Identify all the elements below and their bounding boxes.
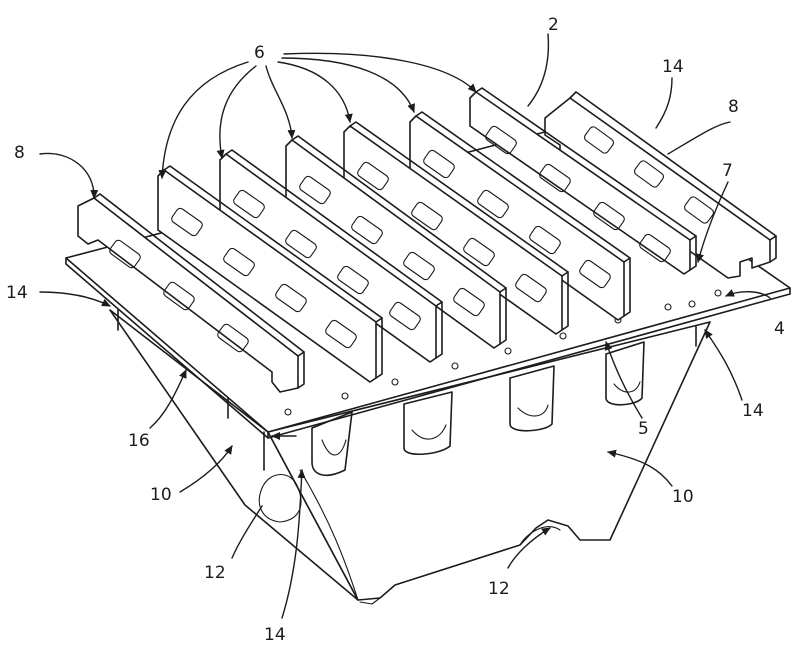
label-10-left: 10 bbox=[150, 485, 172, 505]
label-10-right: 10 bbox=[672, 487, 694, 507]
label-14-left: 14 bbox=[6, 283, 28, 303]
housing-body bbox=[109, 309, 711, 605]
label-8-right: 8 bbox=[728, 97, 739, 117]
label-2: 2 bbox=[548, 15, 559, 35]
label-14-right: 14 bbox=[742, 401, 764, 421]
fin-6-e bbox=[219, 149, 443, 363]
label-8-left: 8 bbox=[14, 143, 25, 163]
label-12-bottom: 12 bbox=[488, 579, 510, 599]
label-6: 6 bbox=[254, 43, 265, 63]
fin-rear-right bbox=[544, 91, 777, 279]
label-4: 4 bbox=[774, 319, 785, 339]
reference-labels: 2 6 14 8 8 7 14 4 5 14 16 10 10 12 12 14 bbox=[6, 15, 785, 645]
label-5: 5 bbox=[638, 419, 649, 439]
label-7: 7 bbox=[722, 161, 733, 181]
label-14-top-right: 14 bbox=[662, 57, 684, 77]
label-16: 16 bbox=[128, 431, 150, 451]
leader-lines bbox=[39, 33, 771, 619]
label-14-bottom: 14 bbox=[264, 625, 286, 645]
label-12-left: 12 bbox=[204, 563, 226, 583]
